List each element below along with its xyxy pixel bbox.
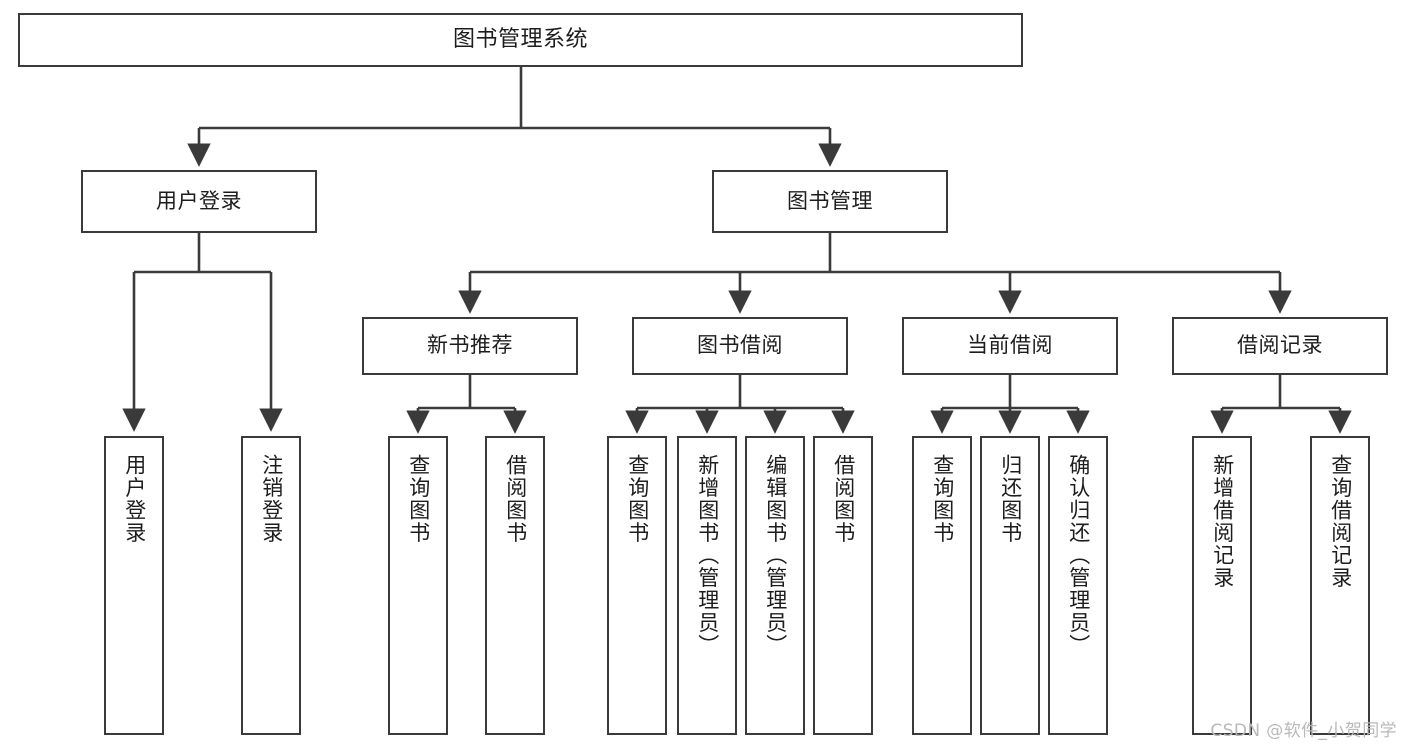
node-label: 借阅图书	[503, 454, 528, 544]
node-label: 图书管理	[787, 188, 873, 213]
leaf-query-borrowing-record[interactable]: 查询借阅记录	[1310, 436, 1370, 735]
leaf-borrow-books-borrowing[interactable]: 借阅图书	[813, 436, 873, 735]
node-root-book-management-system[interactable]: 图书管理系统	[18, 13, 1023, 67]
leaf-return-books[interactable]: 归还图书	[980, 436, 1040, 735]
leaf-add-book-admin[interactable]: 新增图书（管理员）	[677, 436, 737, 735]
node-current-borrowing[interactable]: 当前借阅	[902, 317, 1118, 375]
node-label: 图书借阅	[697, 333, 783, 358]
node-label: 编辑图书（管理员）	[763, 454, 788, 657]
leaf-query-books-current[interactable]: 查询图书	[912, 436, 972, 735]
node-label: 查询图书	[625, 454, 650, 544]
node-label: 用户登录	[156, 188, 242, 213]
node-label: 确认归还（管理员）	[1066, 454, 1091, 657]
leaf-user-login[interactable]: 用户登录	[104, 436, 164, 735]
node-borrowing-record[interactable]: 借阅记录	[1172, 317, 1388, 375]
leaf-borrow-books-recommendation[interactable]: 借阅图书	[485, 436, 545, 735]
node-label: 用户登录	[122, 454, 147, 544]
node-label: 新增图书（管理员）	[695, 454, 720, 657]
node-user-login[interactable]: 用户登录	[81, 170, 317, 233]
csdn-watermark: CSDN @软件_小贺同学	[1210, 721, 1397, 741]
node-label: 图书管理系统	[452, 26, 588, 52]
node-book-management[interactable]: 图书管理	[712, 170, 948, 233]
node-book-borrowing[interactable]: 图书借阅	[632, 317, 848, 375]
node-label: 归还图书	[998, 454, 1023, 544]
leaf-add-borrowing-record[interactable]: 新增借阅记录	[1192, 436, 1252, 735]
node-label: 当前借阅	[967, 333, 1053, 358]
node-new-book-recommendation[interactable]: 新书推荐	[362, 317, 578, 375]
leaf-query-books-borrowing[interactable]: 查询图书	[607, 436, 667, 735]
leaf-edit-book-admin[interactable]: 编辑图书（管理员）	[745, 436, 805, 735]
node-label: 借阅图书	[831, 454, 856, 544]
node-label: 新书推荐	[427, 333, 513, 358]
node-label: 查询图书	[406, 454, 431, 544]
leaf-confirm-return-admin[interactable]: 确认归还（管理员）	[1048, 436, 1108, 735]
node-label: 查询图书	[930, 454, 955, 544]
node-label: 新增借阅记录	[1210, 454, 1235, 589]
node-label: 借阅记录	[1237, 333, 1323, 358]
node-label: 注销登录	[259, 454, 284, 544]
leaf-logout[interactable]: 注销登录	[241, 436, 301, 735]
node-label: 查询借阅记录	[1328, 454, 1353, 589]
leaf-query-books-recommendation[interactable]: 查询图书	[388, 436, 448, 735]
